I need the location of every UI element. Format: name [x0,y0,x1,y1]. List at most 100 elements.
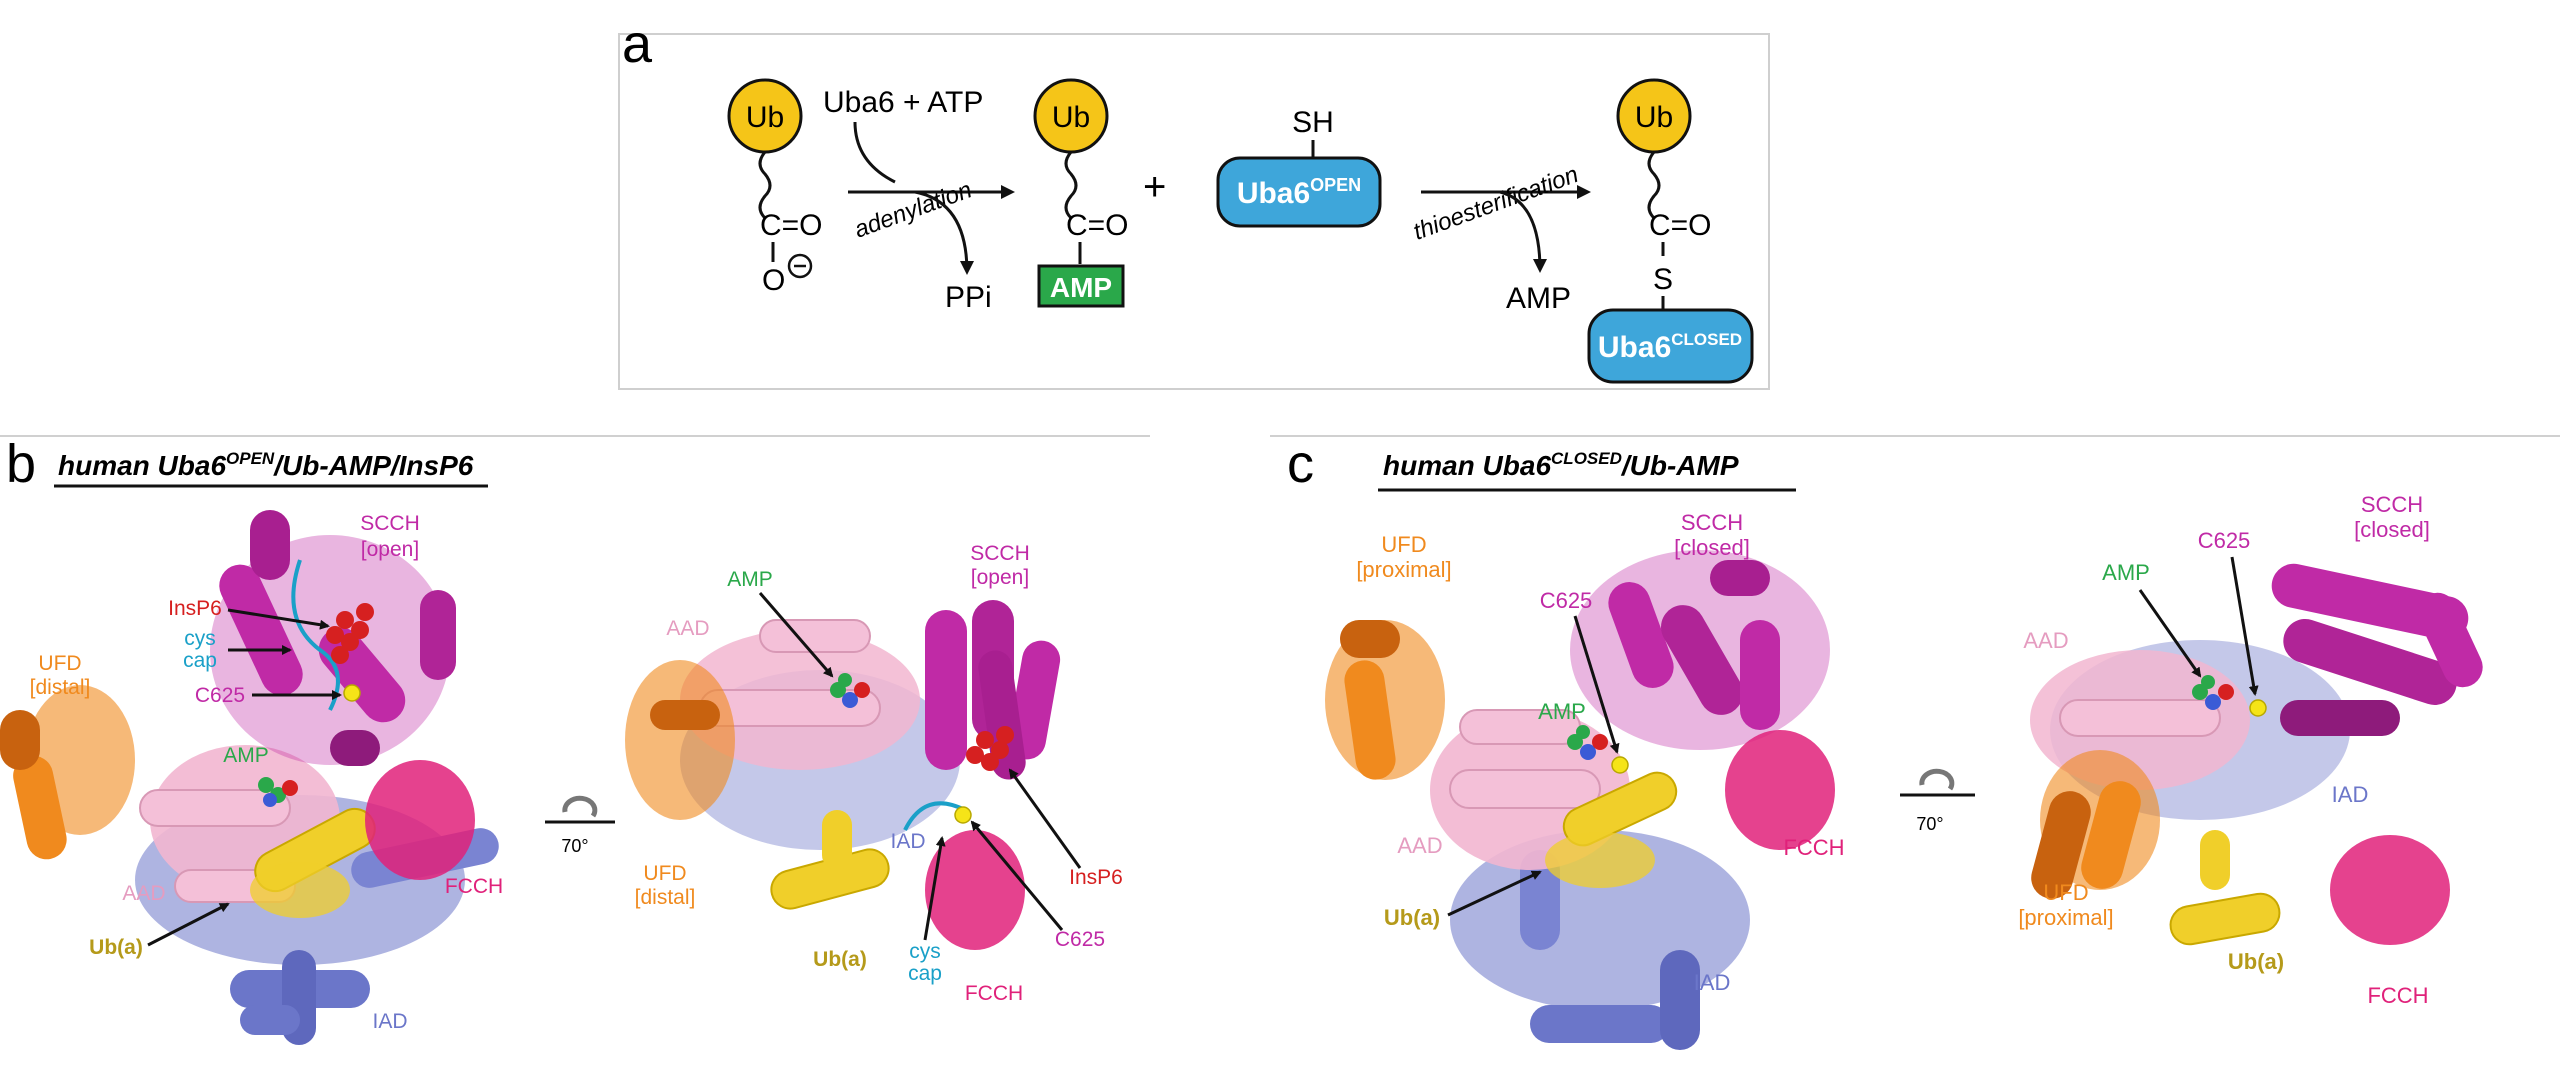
amp-box [1037,264,1125,308]
sh-label: SH [1292,106,1334,139]
b-left-iad: IAD [372,1010,407,1033]
panel-a-frame [618,33,1770,390]
uba-helix-c-r2 [2200,830,2230,890]
uba6-open-box [1216,156,1382,228]
uba-helix-c-r1 [2169,892,2281,946]
scch-helix-c-r4 [2280,700,2400,736]
c-right-uba: Ub(a) [2228,949,2284,974]
structure-b-right [625,600,1061,950]
ub-carboxylate: Ub C=O O [727,78,823,297]
b-left-uba-pointer [147,902,230,947]
fcch-domain-c-r [2330,835,2450,945]
ub-label-3: Ub [1635,101,1673,134]
amp-spheres-right [830,673,870,708]
c-right-c625: C625 [2198,528,2251,553]
fcch-domain [365,760,475,880]
c-right-ufd: UFD [2043,880,2088,905]
panel-b-title: human Uba6OPEN/Ub-AMP/InsP6 [58,449,474,481]
c-left-scch: SCCH [1681,510,1743,535]
uba6-closed-label: Uba6CLOSED [1598,330,1742,364]
b-right-cys-pointer [923,836,946,941]
scch-helix-c-r3 [2417,592,2483,688]
b-right-amp-pointer [758,592,834,678]
aad-helix-1 [139,789,291,827]
carbonyl-2: C=O [1066,209,1129,242]
c-left-fcch: FCCH [1783,835,1844,860]
c-left-aad: AAD [1397,833,1442,858]
scch-helix-c-r2 [2283,618,2457,706]
panel-a: a Ub C=O O Uba6 + ATP adenylation PPi Ub [618,14,1770,390]
amp-spheres-c-left [1567,725,1608,760]
b-right-c625-pointer [970,820,1064,931]
b-right-ufd: UFD [643,862,686,885]
fcch-domain-c [1725,730,1835,850]
b-left-ufd-state: [distal] [30,676,91,699]
b-left-aad: AAD [122,882,165,905]
amp-spheres-c-right [2192,675,2234,710]
c-left-ufd: UFD [1381,532,1426,557]
ub-label-1: Ub [746,101,784,134]
rotation-b-label: 70° [561,836,588,856]
b-left-scch: SCCH [360,512,420,535]
ufd-helix-1 [13,755,67,860]
ufd-helix-c2 [1340,620,1400,658]
b-left-scch-state: [open] [361,538,419,561]
c-left-amp: AMP [1538,699,1586,724]
iad-helix-c3 [1520,850,1560,950]
b-right-cys: cys [909,940,941,963]
rotation-b: 70° [545,795,615,856]
ufd-helix-2 [0,710,40,770]
amp-release-curve [1499,190,1547,273]
b-left-cys: cys [184,627,216,650]
uba-helix-c1 [1562,771,1678,847]
c-right-fcch: FCCH [2367,983,2428,1008]
iad-helix-c2 [1660,950,1700,1050]
aad-helix-c1 [1449,769,1601,809]
scch-helix-c4 [1710,560,1770,596]
rotation-b-arrow [562,795,598,818]
cys-cap-loop-r [903,801,966,831]
c-left-c625: C625 [1540,588,1593,613]
rotation-c-arrow [1919,768,1955,791]
ufd-helix-c1 [1344,660,1396,780]
cys-cap-loop [291,559,340,711]
b-left-uba: Ub(a) [89,936,143,959]
b-right-fcch: FCCH [965,982,1023,1005]
reagent-label: Uba6 + ATP [823,86,983,119]
aad-helix-r2 [759,619,871,653]
insp6-spheres-left [326,603,374,664]
reagent-curve [853,121,896,184]
c625-sphere-right [954,806,972,824]
uba-sheet-c [1545,832,1655,888]
c-right-scch-state: [closed] [2354,517,2430,542]
rotation-c: 70° [1900,768,1975,834]
ufd-domain-r [625,660,735,820]
c625-sphere-c-left [1611,756,1629,774]
oxygen-minus: O [762,264,785,297]
c-right-amp: AMP [2102,560,2150,585]
scch-helix-r1 [925,610,967,770]
carbonyl-3: C=O [1649,209,1712,242]
amp-released-label: AMP [1506,282,1571,315]
ppi-curve [914,190,974,275]
b-right-scch: SCCH [970,542,1030,565]
uba6-open: SH Uba6OPEN [1216,106,1382,228]
b-right-cap: cap [908,962,942,985]
structure-c-right [2030,563,2483,946]
uba-helix-r2 [822,810,852,870]
amp-spheres-left [258,777,298,807]
ub-amp-intermediate: Ub C=O AMP [1033,78,1129,308]
structure-b-left [0,510,499,1045]
scch-helix-c2 [1661,605,1743,715]
b-left-ufd: UFD [38,652,81,675]
panel-b: b human Uba6OPEN/Ub-AMP/InsP6 [0,434,1150,1045]
panel-c-letter: c [1287,434,1314,494]
c-right-aad: AAD [2023,628,2068,653]
c-right-amp-pointer [2138,589,2202,678]
b-left-amp: AMP [223,744,269,767]
b-left-insp6: InsP6 [168,597,222,620]
ub-tail-3 [1647,151,1661,220]
panel-c: c human Uba6CLOSED/Ub-AMP [1270,434,2560,1050]
ufd-helix-c-r1 [2031,791,2091,899]
c-left-ufd-state: [proximal] [1356,557,1451,582]
